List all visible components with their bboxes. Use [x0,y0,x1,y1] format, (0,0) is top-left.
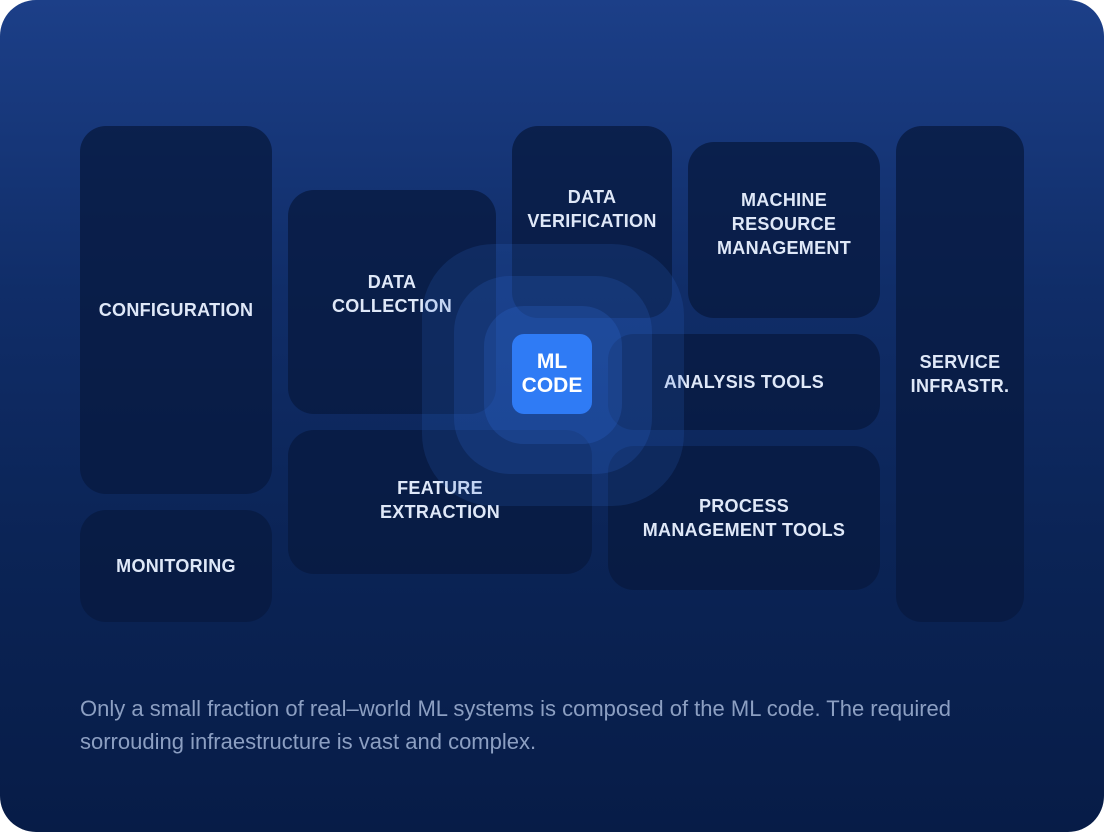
ml-code-box: ML CODE [512,334,592,414]
feature-extraction-box: FEATURE EXTRACTION [288,430,592,574]
caption: Only a small fraction of real–world ML s… [80,696,952,754]
service-infrastructure-box: SERVICE INFRASTR. [896,126,1024,622]
process-management-tools-box: PROCESS MANAGEMENT TOOLS [608,446,880,590]
monitoring-box: MONITORING [80,510,272,622]
analysis-tools-box: ANALYSIS TOOLS [608,334,880,430]
data-collection-box: DATA COLLECTION [288,190,496,414]
machine-resource-management-box: MACHINE RESOURCE MANAGEMENT [688,142,880,318]
configuration-box: CONFIGURATION [80,126,272,494]
data-verification-box: DATA VERIFICATION [512,126,672,318]
